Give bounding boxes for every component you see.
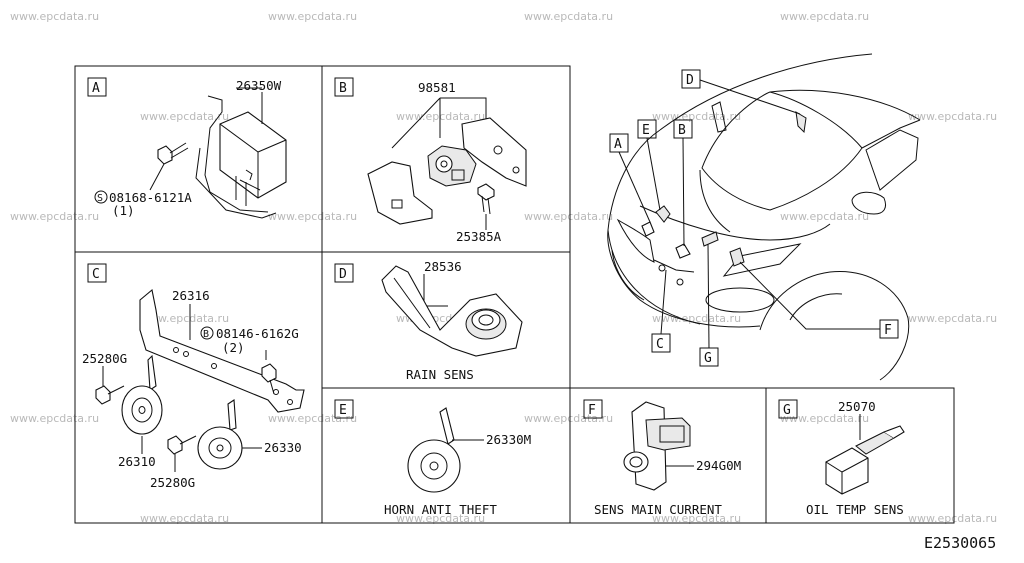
panel-letter: E xyxy=(339,403,347,418)
panel-f: F 294G0M SENS MAIN CURRENT xyxy=(583,399,741,517)
panel-letter: A xyxy=(92,81,100,96)
bracket-outline xyxy=(204,95,269,213)
marker-a-part xyxy=(655,205,671,223)
watermark-text: www.epcdata.ru xyxy=(780,210,869,223)
caption: SENS MAIN CURRENT xyxy=(594,502,722,517)
quantity-label: (1) xyxy=(112,203,135,218)
part-number-label: 294G0M xyxy=(696,458,741,473)
panel-letter: F xyxy=(588,403,596,418)
bolt xyxy=(167,435,183,455)
part-number-label: 26316 xyxy=(172,288,210,303)
watermark-text: www.epcdata.ru xyxy=(780,412,869,425)
part-number-label: 28536 xyxy=(424,259,462,274)
fog-light xyxy=(705,287,775,313)
watermark-text: www.epcdata.ru xyxy=(268,10,357,23)
current-sensor xyxy=(623,401,691,491)
bracket-left xyxy=(367,161,433,225)
horn-left xyxy=(121,354,163,435)
sensor-bracket xyxy=(381,265,523,357)
bottom-panel-frame xyxy=(569,387,955,524)
callout-letter: A xyxy=(614,137,622,152)
watermark-text: www.epcdata.ru xyxy=(780,10,869,23)
control-unit xyxy=(219,111,287,206)
sensor-unit xyxy=(427,145,477,187)
panel-d: D 28536 RAIN SENS xyxy=(334,259,523,382)
marker-f-part xyxy=(729,247,745,267)
part-number-label: 26350W xyxy=(236,78,282,93)
front-wheel xyxy=(759,271,910,381)
callout-letter: B xyxy=(678,123,686,138)
panel-letter: G xyxy=(783,403,791,418)
circle-marker xyxy=(200,326,214,340)
part-number-label: 08168-6121A xyxy=(109,190,192,205)
watermark-text: www.epcdata.ru xyxy=(524,10,613,23)
bolt xyxy=(157,142,189,165)
callout-letter: D xyxy=(686,73,694,88)
part-number-label: 26330 xyxy=(264,440,302,455)
part-number-label: 25280G xyxy=(150,475,195,490)
panel-e: E 26330M HORN ANTI THEFT xyxy=(334,399,531,517)
part-number-label: 25280G xyxy=(82,351,127,366)
panel-grid xyxy=(74,65,955,524)
callout-letter: G xyxy=(704,351,712,366)
watermark-text: www.epcdata.ru xyxy=(652,110,741,123)
circle-marker xyxy=(94,190,108,204)
anti-theft-horn xyxy=(407,407,461,493)
part-number-label: 98581 xyxy=(418,80,456,95)
oil-temp-sensor xyxy=(825,425,905,495)
caption: HORN ANTI THEFT xyxy=(384,502,497,517)
callout-letter: F xyxy=(884,323,892,338)
part-number-label: 08146-6162G xyxy=(216,326,299,341)
watermark-text: www.epcdata.ru xyxy=(396,512,485,525)
caption: RAIN SENS xyxy=(406,367,474,382)
watermark-text: www.epcdata.ru xyxy=(10,210,99,223)
svg-text:B: B xyxy=(203,329,209,340)
horn-bracket xyxy=(139,288,305,413)
part-number-label: 25070 xyxy=(838,399,876,414)
quantity-label: (2) xyxy=(222,340,245,355)
bolt xyxy=(261,363,277,383)
watermark-text: www.epcdata.ru xyxy=(524,210,613,223)
watermark-text: www.epcdata.ru xyxy=(908,312,997,325)
watermark-text: www.epcdata.ru xyxy=(10,10,99,23)
panel-g: G 25070 OIL TEMP SENS xyxy=(778,399,905,517)
watermark-text: www.epcdata.ru xyxy=(140,312,229,325)
rain-sensor xyxy=(465,308,507,340)
part-number-label: 26310 xyxy=(118,454,156,469)
watermark-text: www.epcdata.ru xyxy=(140,512,229,525)
watermark-text: www.epcdata.ru xyxy=(908,512,997,525)
watermark-text: www.epcdata.ru xyxy=(524,412,613,425)
marker-b-part xyxy=(675,243,691,259)
part-number-label: 25385A xyxy=(456,229,502,244)
panel-a: A 26350W S 08168-6121A (1) xyxy=(87,77,287,219)
bolt xyxy=(95,385,111,405)
watermark-text: www.epcdata.ru xyxy=(140,110,229,123)
watermark-text: www.epcdata.ru xyxy=(652,512,741,525)
watermark-text: www.epcdata.ru xyxy=(10,412,99,425)
part-number-label: 26330M xyxy=(486,432,531,447)
panel-c: C 26316 B 08146-6162G (2) 25280G 26310 xyxy=(82,263,305,490)
callout-letter: E xyxy=(642,123,650,138)
windshield xyxy=(701,91,863,211)
panel-letter: D xyxy=(339,267,347,282)
svg-text:S: S xyxy=(97,193,103,204)
panel-letter: B xyxy=(339,81,347,96)
car-overview: D A E B C G F xyxy=(607,53,921,381)
diagram-code: E2530065 xyxy=(924,534,996,552)
watermark-text: www.epcdata.ru xyxy=(908,110,997,123)
headlight xyxy=(616,218,655,263)
marker-g-part xyxy=(701,231,719,247)
side-mirror xyxy=(851,191,887,215)
horn-right xyxy=(197,399,243,470)
watermark-text: www.epcdata.ru xyxy=(396,110,485,123)
bolt xyxy=(477,183,495,215)
panel-b: B 98581 25385A xyxy=(334,77,527,244)
watermark-text: www.epcdata.ru xyxy=(268,210,357,223)
callout-letter: C xyxy=(656,337,664,352)
caption: OIL TEMP SENS xyxy=(806,502,904,517)
watermarks: www.epcdata.ru www.epcdata.ru www.epcdat… xyxy=(10,10,997,525)
panel-letter: C xyxy=(92,267,100,282)
